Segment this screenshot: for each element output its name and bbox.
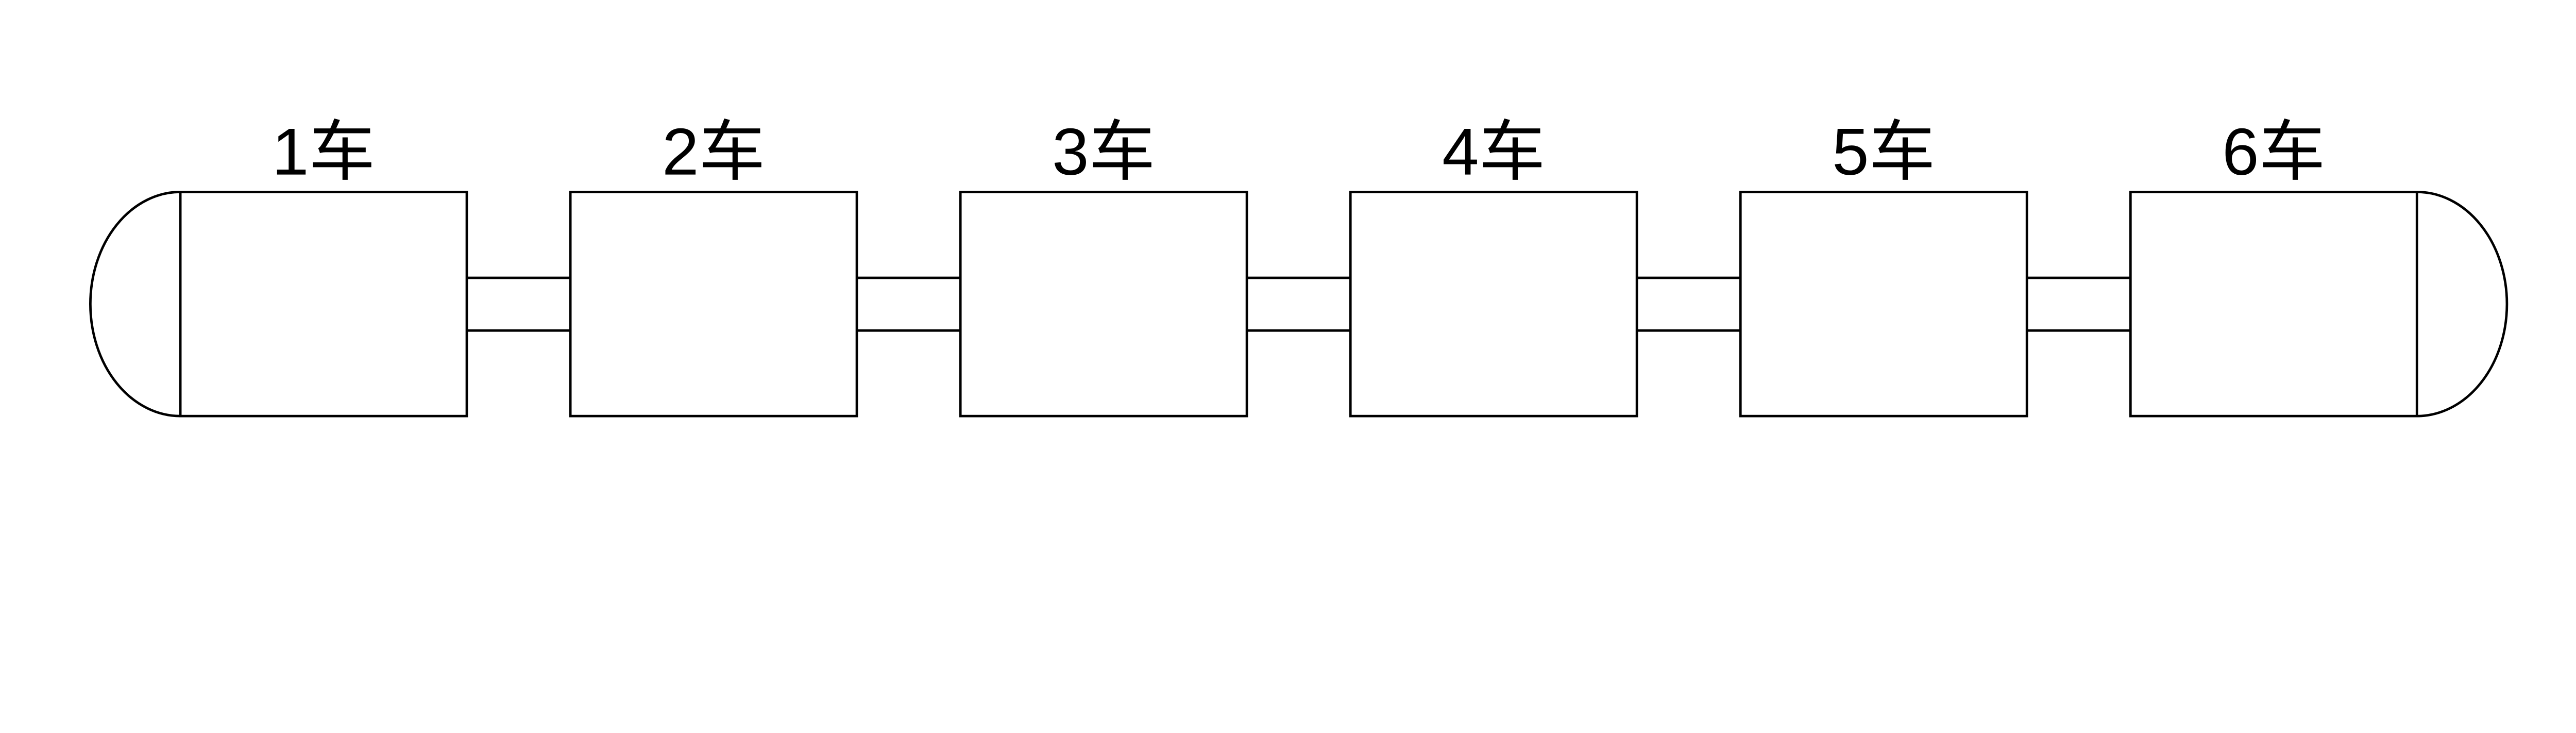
coupler-1-2 [467,276,571,332]
train-diagram-svg: 1车 2车 3车 4车 5车 6车 [89,115,2509,418]
rear-nose [2417,191,2509,418]
front-nose [89,191,181,418]
car-6-label: 6车 [2222,115,2325,189]
car-3-body [959,191,1248,418]
car-1-body [179,191,468,418]
car-5-label: 5车 [1832,115,1935,189]
car-1: 1车 [179,115,468,418]
car-4-label: 4车 [1442,115,1545,189]
car-3-label: 3车 [1052,115,1155,189]
car-4: 4车 [1349,115,1638,418]
car-2: 2车 [569,115,858,418]
car-1-label: 1车 [272,115,375,189]
car-5: 5车 [1739,115,2028,418]
car-2-body [569,191,858,418]
train-diagram: 1车 2车 3车 4车 5车 6车 [89,115,2509,418]
car-3: 3车 [959,115,1248,418]
coupler-5-6 [2027,276,2131,332]
coupler-3-4 [1247,276,1351,332]
car-2-label: 2车 [662,115,765,189]
car-4-body [1349,191,1638,418]
coupler-2-3 [857,276,961,332]
car-6: 6车 [2129,115,2418,418]
coupler-4-5 [1637,276,1741,332]
car-5-body [1739,191,2028,418]
car-6-body [2129,191,2418,418]
